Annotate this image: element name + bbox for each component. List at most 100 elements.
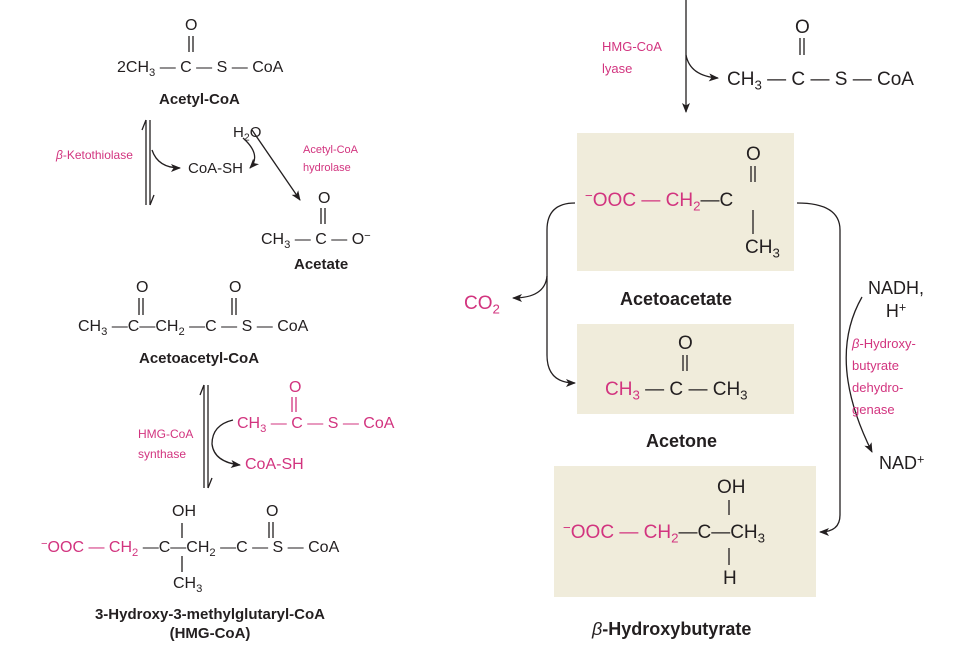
co2-release-arrow [512, 275, 548, 302]
acetate-carbonyl-o: O [318, 190, 331, 207]
acetyl-coa-label: Acetyl-CoA [159, 91, 240, 108]
hmg-synthase-equilibrium-arrow [199, 384, 213, 489]
bond: — [270, 415, 287, 432]
formula-part: CH [712, 379, 741, 400]
enzyme-line: hydrolase [303, 162, 351, 174]
synthase-substrate-carbonyl-bond [291, 397, 297, 412]
coa-sh-release-arrow [151, 149, 181, 172]
reduction-path [796, 202, 841, 536]
enzyme-line: Acetyl-CoA [303, 144, 359, 156]
formula-sub: 3 [260, 422, 267, 435]
formula-part: CoA [277, 318, 309, 335]
nadh-to-nad-arrow [845, 296, 873, 453]
bond: — [189, 318, 206, 335]
bond: — [139, 318, 156, 335]
bond: — [342, 415, 359, 432]
formula-sub: 2 [243, 131, 250, 144]
bond: — [331, 231, 348, 248]
formula-sub: 3 [284, 238, 291, 251]
acetyl-coa-carbonyl-bond [188, 36, 194, 52]
cofactor: NAD [879, 453, 918, 473]
acetone-carbonyl-bond [682, 355, 688, 371]
formula-part: C [205, 318, 217, 335]
bond: — [294, 231, 311, 248]
formula-part: S [834, 69, 848, 90]
acetone-formula: CH3 — C — CH3 [605, 379, 748, 403]
formula-part: CoA [308, 539, 340, 556]
bond: — [111, 318, 128, 335]
bond: — [767, 69, 787, 90]
acetoacetate-o: O [746, 144, 761, 165]
formula-part: S [241, 318, 253, 335]
formula-part: CH [237, 415, 261, 432]
formula-part: C [719, 190, 734, 211]
lyase-product-o: O [795, 17, 810, 38]
formula-part: OOC [592, 190, 637, 211]
hmg-carbonyl-o: O [266, 503, 279, 520]
formula-part: OOC [47, 539, 84, 556]
formula-sub: 2 [693, 198, 701, 214]
bond: — [170, 539, 187, 556]
bond: — [700, 190, 720, 211]
greek-beta: β [592, 619, 603, 639]
acetone-label: Acetone [646, 431, 718, 451]
formula-part: CH [605, 379, 633, 400]
formula-part: C [697, 522, 712, 543]
greek-beta: β [56, 148, 63, 162]
hydrolase-arrow [251, 129, 301, 201]
acetone-pink-part: CH3 [605, 379, 640, 403]
cofactor-line: H [885, 301, 899, 321]
charge: − [563, 520, 571, 536]
hmg-ch3: CH3 [173, 575, 203, 595]
formula-part: S [216, 59, 228, 76]
hmg-coa-synthase-label: HMG-CoA synthase [138, 424, 193, 464]
lyase-product-carbonyl-bond [799, 38, 805, 55]
acetyl-coa-carbonyl-o: O [185, 17, 198, 34]
formula-part: CO [464, 293, 493, 314]
synthase-coa-sh-product: CoA-SH [245, 456, 304, 473]
bond: — [196, 59, 213, 76]
acetate-label: Acetate [294, 256, 349, 273]
formula-sub: 3 [757, 530, 766, 546]
enzyme-line: HMG-CoA [138, 427, 194, 441]
nadh-cofactor: NADH,H+ [856, 277, 936, 323]
formula-sub: 2 [178, 325, 185, 338]
formula-part: C [127, 318, 140, 335]
formula-part: S [327, 415, 339, 432]
bhb-oh: OH [717, 477, 746, 498]
charge: − [364, 229, 371, 242]
formula-part: C [315, 231, 327, 248]
hmg-coa-label: 3-Hydroxy-3-methylglutaryl-CoA(HMG-CoA) [60, 605, 360, 643]
formula-sub: 3 [196, 582, 203, 595]
label-line: (HMG-CoA) [169, 625, 251, 642]
enzyme-line: genase [852, 402, 895, 417]
bond: — [252, 539, 269, 556]
formula-sub: 3 [754, 77, 762, 93]
formula-part: C [791, 69, 806, 90]
acetone-o: O [678, 333, 693, 354]
formula-sub: 3 [632, 387, 640, 403]
enzyme-line: synthase [138, 447, 187, 461]
bond: — [142, 539, 159, 556]
bhb-dehydrogenase-label: β-Hydroxy- butyrate dehydro- genase [852, 333, 916, 421]
ketothiolase-enzyme-label: β-Ketothiolase [56, 146, 133, 164]
bond: — [678, 522, 698, 543]
formula-part: CH [643, 522, 672, 543]
formula-part: OOC [570, 522, 615, 543]
enzyme-name: -Ketothiolase [62, 148, 133, 162]
formula-sub: 3 [149, 66, 156, 79]
bond: — [88, 539, 105, 556]
acetoacetate-box [577, 133, 794, 271]
formula-part: C [236, 539, 248, 556]
formula-part: CH [186, 539, 210, 556]
formula-part: CH [78, 318, 102, 335]
formula-sub: 2 [492, 301, 500, 317]
bhb-h: H [723, 568, 737, 589]
formula-part: CH [745, 237, 773, 258]
formula-part: CH [173, 575, 197, 592]
acetate-carbonyl-bond [320, 208, 326, 224]
enzyme-line: -Hydroxy- [859, 336, 916, 351]
water-reactant: H2O [233, 125, 261, 144]
decarboxylation-path [546, 202, 576, 387]
hmg-pink-part: −OOC — CH2 [41, 538, 138, 558]
